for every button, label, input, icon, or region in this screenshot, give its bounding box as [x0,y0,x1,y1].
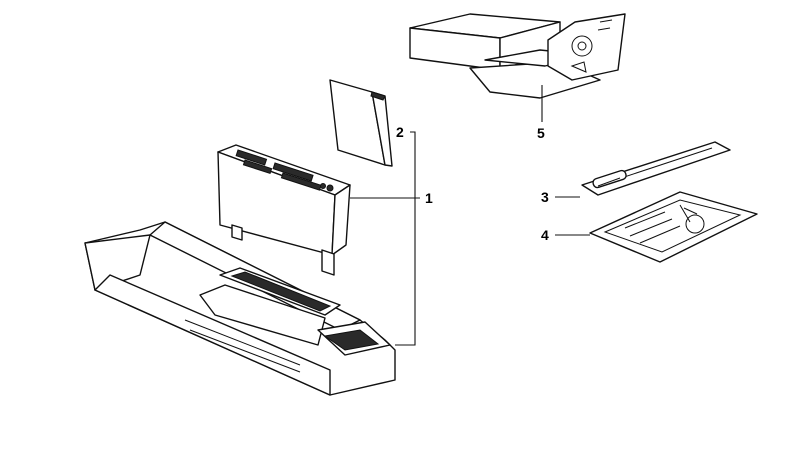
part-1-holder-unit[interactable] [217,144,351,276]
part-4-instruction-leaflet[interactable] [589,191,758,263]
callout-3: 3 [541,189,549,205]
center-console[interactable] [84,221,396,396]
part-2-cover-plate[interactable] [329,79,393,167]
part-5-packaging-box[interactable] [409,13,626,99]
leader-lines [350,85,590,346]
callout-4: 4 [541,227,549,243]
callout-1: 1 [425,190,433,206]
holder-slots [235,149,334,192]
callout-2: 2 [396,124,404,140]
callout-5: 5 [537,125,545,141]
part-3-cleaning-strip[interactable] [581,141,731,196]
